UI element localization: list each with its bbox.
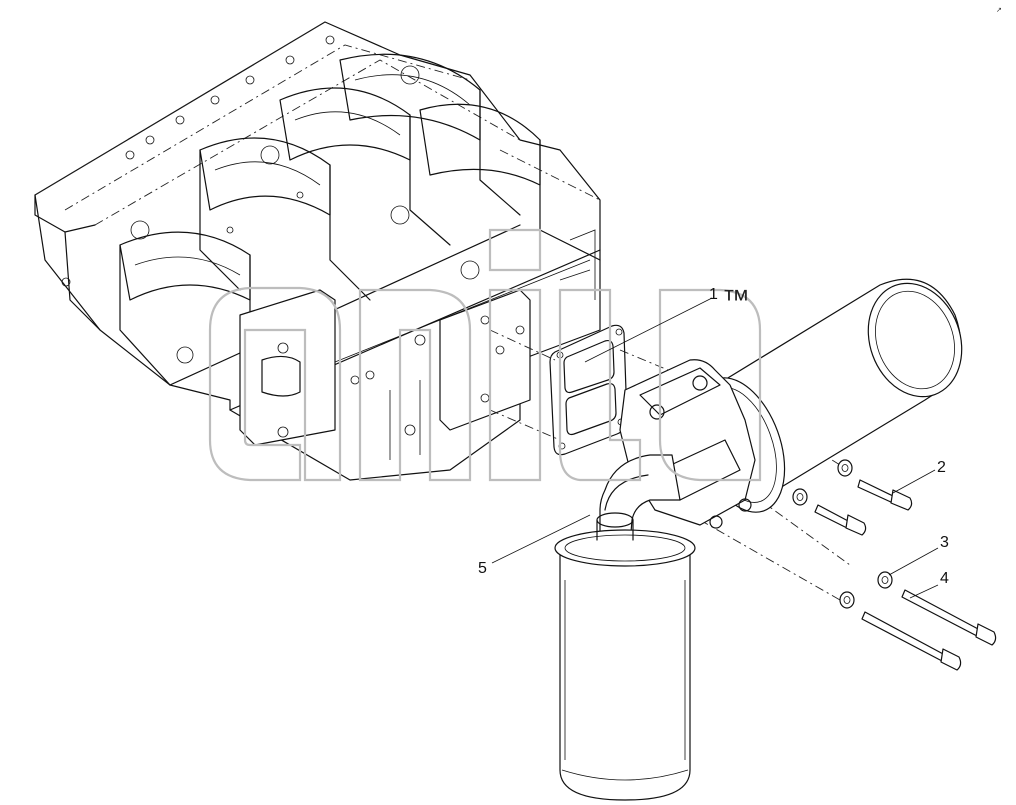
callout-label-3: 3 xyxy=(940,534,949,551)
spin-on-filter xyxy=(554,512,696,801)
callout-5: 5 xyxy=(478,514,591,577)
callout-label-2: 2 xyxy=(937,459,946,476)
callout-label-1: 1 xyxy=(709,286,718,303)
corner-mark: ↗ xyxy=(996,6,1002,14)
filter-head xyxy=(599,278,963,546)
callout-3: 3 xyxy=(888,534,949,576)
callout-label-4: 4 xyxy=(940,570,949,587)
callout-4: 4 xyxy=(909,570,949,599)
callout-label-5: 5 xyxy=(478,560,487,577)
engine-block xyxy=(34,21,601,481)
watermark-trademark: ™ xyxy=(722,284,750,315)
callout-2: 2 xyxy=(892,459,946,494)
fasteners xyxy=(792,459,997,671)
watermark-logo xyxy=(208,228,762,482)
callout-1: 1 xyxy=(584,286,718,363)
